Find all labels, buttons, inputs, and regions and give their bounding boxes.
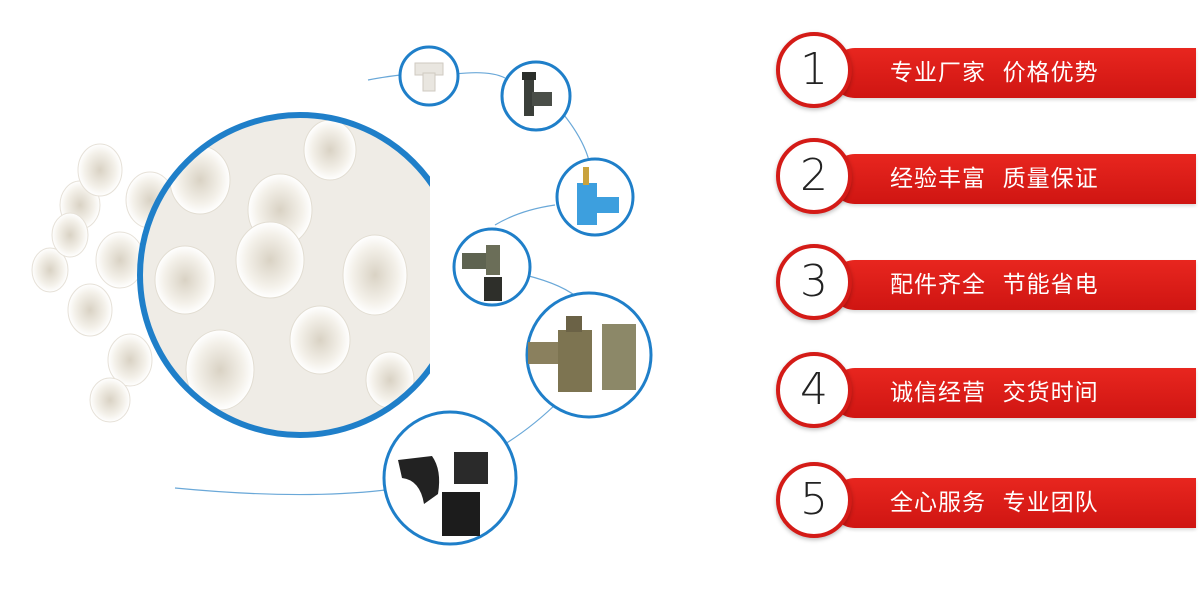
feature-item-5: 全心服务 专业团队 5 <box>770 460 1200 544</box>
feature-number: 1 <box>776 32 852 108</box>
feature-bar <box>830 478 1196 528</box>
feature-item-3: 配件齐全 节能省电 3 <box>770 242 1200 326</box>
blue-valve-thumbnail <box>555 157 635 237</box>
feature-text: 专业厂家 价格优势 <box>890 60 1099 86</box>
feature-bar <box>830 48 1196 98</box>
feature-number: 5 <box>776 462 852 538</box>
feature-text: 全心服务 专业团队 <box>890 490 1099 516</box>
bronze-valve-thumbnail <box>452 227 532 307</box>
feature-bar <box>830 368 1196 418</box>
black-elbow-thumbnail <box>382 410 518 546</box>
feature-text: 诚信经营 交货时间 <box>890 380 1099 406</box>
feature-number: 2 <box>776 138 852 214</box>
pipe-tee-thumbnail <box>398 45 460 107</box>
dark-valve-thumbnail <box>500 60 572 132</box>
feature-item-1: 专业厂家 价格优势 1 <box>770 30 1200 114</box>
brass-valve-thumbnail <box>525 291 653 419</box>
pvc-pipes-image <box>31 112 430 438</box>
feature-item-2: 经验丰富 质量保证 2 <box>770 136 1200 220</box>
feature-item-4: 诚信经营 交货时间 4 <box>770 350 1200 434</box>
feature-bar <box>830 260 1196 310</box>
feature-text: 配件齐全 节能省电 <box>890 272 1099 298</box>
feature-bar <box>830 154 1196 204</box>
feature-text: 经验丰富 质量保证 <box>890 166 1099 192</box>
feature-number: 3 <box>776 244 852 320</box>
feature-number: 4 <box>776 352 852 428</box>
